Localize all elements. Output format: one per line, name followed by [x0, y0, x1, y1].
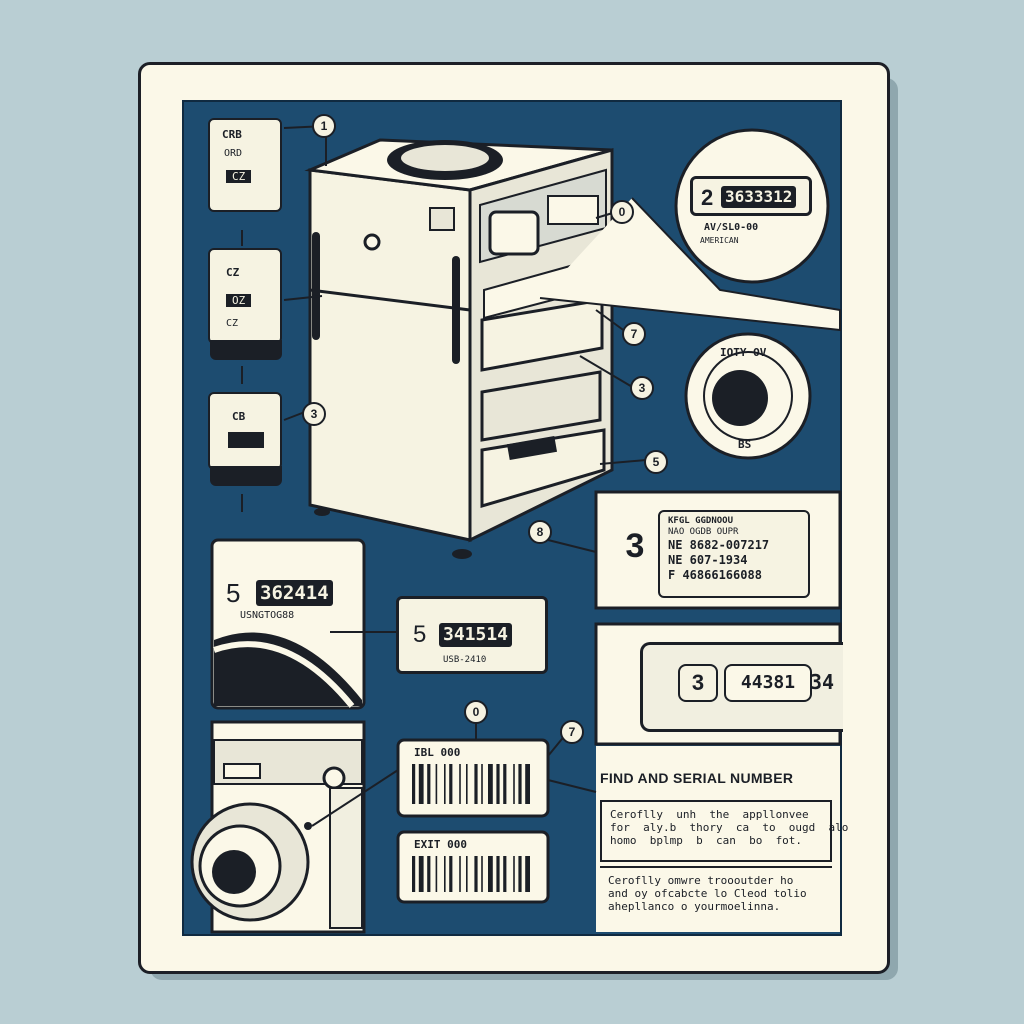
barcode-bar: [459, 856, 461, 892]
barcode-bar: [449, 856, 453, 892]
label-b-sub: USB-2410: [443, 655, 487, 665]
barcode-bar: [481, 764, 483, 804]
callout-number: 7: [622, 322, 646, 346]
barcode-bar: [513, 856, 515, 892]
display-tail: 34: [810, 670, 835, 694]
barcode-bar: [435, 764, 438, 804]
barcode-bar: [427, 856, 431, 892]
barcode-bar: [474, 856, 478, 892]
barcode-bar: [513, 764, 515, 804]
barcode-bar: [488, 856, 493, 892]
tag-middle-left: CZ OZ CZ: [208, 248, 282, 344]
label-b-serial: 341514: [439, 623, 513, 647]
barcode-bar: [474, 764, 478, 804]
tag-line: CRB: [222, 128, 242, 141]
barcode-bar: [459, 764, 461, 804]
barcode-bar: [418, 856, 424, 892]
tag-line: CZ: [226, 170, 252, 183]
plate-line: NAO OGDB OUPR: [668, 527, 739, 537]
tag-line: OZ: [226, 294, 252, 307]
barcode-label-a: [396, 738, 550, 818]
callout-number: 0: [610, 200, 634, 224]
barcode-bar: [444, 764, 446, 804]
label-b-digit: 5: [413, 621, 427, 648]
plate-line: F 46866166088: [668, 568, 762, 582]
barcode-bar: [503, 764, 507, 804]
tag-bottom-left: CB: [208, 392, 282, 470]
serial-plate-top: 2 3633312: [690, 176, 812, 216]
display-serial: 44381: [724, 664, 812, 702]
tag-base: [210, 466, 282, 486]
barcode-bar: [412, 764, 416, 804]
dial-top-text: IOTY OV: [720, 346, 767, 359]
plate-line: KFGL GGDNOOU: [668, 516, 734, 526]
callout-number: 8: [528, 520, 552, 544]
barcode-bar: [496, 856, 500, 892]
callout-number: 3: [630, 376, 654, 400]
barcode-bar: [412, 856, 416, 892]
barcode-bar: [466, 764, 468, 804]
barcode-bar: [435, 856, 438, 892]
tag-line: CB: [232, 410, 246, 423]
label-b: 5 341514 USB-2410: [396, 596, 548, 674]
label-digit: 3: [625, 527, 645, 565]
callout-number: 1: [312, 114, 336, 138]
barcode-bar: [518, 764, 522, 804]
barcode-label-b: [396, 830, 550, 904]
barcode-bar: [496, 764, 500, 804]
barcode-a-text: IBL 000: [414, 746, 461, 759]
plate-line: NE 8682-007217: [668, 538, 770, 552]
instructions-paragraph-2: Ceroflly omwre troooutder ho and oy ofca…: [600, 866, 832, 918]
barcode-bar: [418, 764, 424, 804]
rating-plate: KFGL GGDNOOU NAO OGDB OUPR NE 8682-00721…: [658, 510, 810, 598]
barcode-bar: [481, 856, 483, 892]
tag-base: [210, 340, 282, 360]
barcode-bar: [503, 856, 507, 892]
barcode-b-text: EXIT 000: [414, 838, 467, 851]
serial-number: 3633312: [721, 186, 797, 208]
instructions-paragraph-1: Ceroflly unh the appllonvee for aly.b th…: [600, 800, 848, 862]
tag-line: CZ: [226, 266, 240, 279]
instructions-heading: FIND AND SERIAL NUMBER: [600, 770, 794, 786]
display-digit: 3: [678, 664, 718, 702]
callout-number: 0: [464, 700, 488, 724]
tag-line: ORD: [224, 148, 243, 159]
barcode-bar: [525, 764, 530, 804]
barcode-bar: [449, 764, 453, 804]
serial-digit: 2: [701, 185, 714, 210]
barcode-bar: [466, 856, 468, 892]
callout-number: 3: [302, 402, 326, 426]
barcode-bar: [444, 856, 446, 892]
barcode-bar: [518, 856, 522, 892]
callout-number: 7: [560, 720, 584, 744]
tag-line: CZ: [226, 318, 239, 329]
callout-number: 5: [644, 450, 668, 474]
barcode-bar: [427, 764, 431, 804]
label-a-sub: USNGTOG88: [240, 610, 295, 621]
serial-subline: AMERICAN: [700, 236, 739, 245]
barcode-bar: [488, 764, 493, 804]
dial-bottom-text: BS: [738, 438, 752, 451]
tag-top-left: CRB ORD CZ: [208, 118, 282, 212]
label-a-digit: 5: [226, 578, 241, 608]
plate-line: NE 607-1934: [668, 553, 748, 567]
barcode-bar: [525, 856, 530, 892]
serial-subline: AV/SL0-00: [704, 222, 759, 233]
label-a-serial: 362414: [256, 580, 333, 606]
